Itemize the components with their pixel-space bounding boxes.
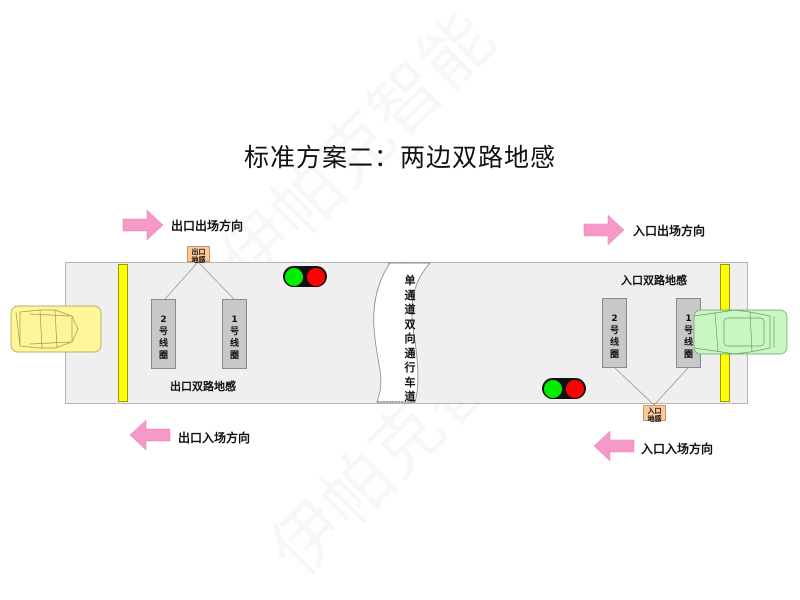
right-arrow-icon [122,209,164,241]
entry-traffic-light [542,378,586,399]
exit-traffic-light [283,266,327,287]
middle-lane-label: 单通道 双向通 行车道 [404,274,416,403]
green-lamp-icon [285,267,303,286]
left-arrow-icon [593,430,635,462]
entry-sensor-tag: 入口地感 [643,405,666,423]
exit-stop-line [118,264,128,402]
exit-out-direction-label: 出口出场方向 [171,219,244,233]
page-title: 标准方案二：两边双路地感 [243,143,556,172]
entry-dual-loop-label: 入口双路地感 [621,274,687,287]
left-arrow-icon [129,419,171,451]
exit-sensor-tag: 出口地感 [187,246,210,264]
entry-in-direction-label: 入口入场方向 [641,442,714,456]
red-lamp-icon [566,379,584,398]
exit-in-direction-label: 出口入场方向 [178,431,251,445]
exit-dual-loop-label: 出口双路地感 [170,380,236,393]
green-lamp-icon [544,379,562,398]
right-arrow-icon [583,214,625,246]
entry-out-direction-label: 入口出场方向 [633,224,706,238]
red-lamp-icon [307,267,325,286]
